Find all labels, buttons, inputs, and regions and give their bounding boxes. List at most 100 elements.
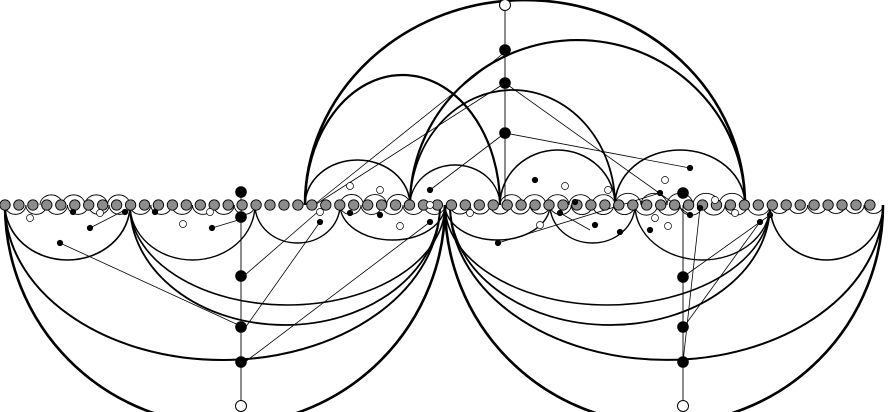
- filled-node-small: [686, 164, 694, 172]
- axis-node: [27, 199, 39, 211]
- open-node-small: [561, 182, 569, 190]
- axis-node: [97, 199, 109, 211]
- arc-lower-leftmost: [4, 204, 131, 261]
- filled-node-small: [376, 211, 384, 219]
- axis-node: [55, 199, 67, 211]
- arc-upper-dome-outer: [303, 0, 747, 206]
- arc-small-lower: [863, 204, 884, 214]
- filled-node-small: [766, 211, 774, 219]
- axis-node: [83, 199, 95, 211]
- axis-node: [250, 199, 262, 211]
- open-node: [677, 400, 689, 412]
- open-node-small: [664, 222, 672, 230]
- filled-node-small: [591, 221, 599, 229]
- axis-node: [292, 199, 304, 211]
- arc-lower: [129, 204, 256, 261]
- open-node-small: [179, 220, 187, 228]
- axis-node: [808, 199, 820, 211]
- filled-node-small: [531, 176, 539, 184]
- filled-node-small: [646, 226, 654, 234]
- filled-node-small: [121, 208, 129, 216]
- axis-node: [445, 199, 458, 211]
- axis-node: [724, 199, 737, 211]
- arc-lower: [129, 204, 446, 306]
- filled-node-small: [346, 209, 354, 217]
- axis-node: [403, 199, 416, 211]
- arc-lower-rightmost: [769, 204, 884, 261]
- arc-upper: [304, 159, 411, 206]
- filled-node: [677, 271, 689, 283]
- arc-lower-left-mid: [129, 204, 441, 326]
- arc-lower-second-left: [4, 204, 441, 361]
- arc-lower-outer-right: [443, 204, 885, 412]
- axis-node: [41, 199, 53, 211]
- open-node: [499, 0, 511, 11]
- axis-node: [138, 199, 151, 211]
- open-node-small: [396, 222, 404, 230]
- axis-node: [264, 199, 276, 211]
- open-node-small: [206, 208, 214, 216]
- filled-node-small: [56, 239, 64, 247]
- connector-line: [682, 214, 771, 278]
- connector-line: [429, 132, 506, 191]
- open-node-small: [651, 214, 659, 222]
- axis-node: [682, 199, 695, 211]
- axis-node: [180, 199, 192, 211]
- filled-node: [677, 187, 689, 199]
- arc-upper-dome-left: [303, 73, 502, 206]
- axis-node: [222, 199, 234, 211]
- connector-line: [89, 209, 126, 229]
- axis-node: [69, 199, 81, 211]
- filled-node-small: [494, 239, 502, 247]
- axis-node: [850, 199, 862, 211]
- filled-node-small: [426, 186, 434, 194]
- connector-line: [682, 207, 701, 363]
- axis-node: [515, 199, 527, 211]
- connector-line: [504, 132, 691, 169]
- axis-node: [543, 199, 555, 211]
- axis-node: [348, 199, 360, 211]
- axis-node: [124, 199, 137, 211]
- axis-node: [208, 199, 220, 211]
- arc-lower: [339, 204, 446, 241]
- axis-node: [389, 199, 402, 211]
- arc-upper: [614, 149, 746, 206]
- arc-lower: [254, 204, 341, 244]
- axis-node: [375, 199, 388, 211]
- axis-node: [13, 199, 25, 211]
- arc-upper: [409, 89, 616, 206]
- open-node-small: [346, 182, 354, 190]
- filled-node: [235, 270, 247, 282]
- connector-line: [559, 212, 591, 231]
- arc-lower: [549, 204, 636, 244]
- open-node-small: [376, 186, 384, 194]
- filled-node-small: [556, 209, 564, 217]
- filled-node: [235, 356, 247, 368]
- connector-line: [244, 209, 321, 276]
- connector-line: [244, 221, 321, 329]
- axis-node: [306, 199, 318, 211]
- axis-node: [585, 199, 597, 211]
- filled-node-small: [316, 218, 324, 226]
- axis-node: [780, 199, 792, 211]
- axis-node: [627, 199, 639, 211]
- filled-node: [235, 186, 247, 198]
- arcs-layer: [3, 0, 885, 412]
- connector-layer: [59, 51, 771, 363]
- filled-node-small: [616, 228, 624, 236]
- open-node-small: [731, 209, 739, 217]
- open-node-small: [536, 221, 544, 229]
- filled-node-small: [656, 189, 664, 197]
- filled-node-small: [86, 224, 94, 232]
- filled-node-small: [756, 218, 764, 226]
- axis-node: [0, 199, 11, 211]
- arc-lower: [444, 204, 771, 306]
- open-node-small: [711, 196, 719, 204]
- filled-node-small: [426, 218, 434, 226]
- filled-node: [235, 321, 247, 333]
- filled-node-small: [696, 204, 704, 212]
- axis-node: [557, 199, 569, 211]
- arc-small-upper: [640, 192, 668, 206]
- axis-node: [501, 199, 513, 211]
